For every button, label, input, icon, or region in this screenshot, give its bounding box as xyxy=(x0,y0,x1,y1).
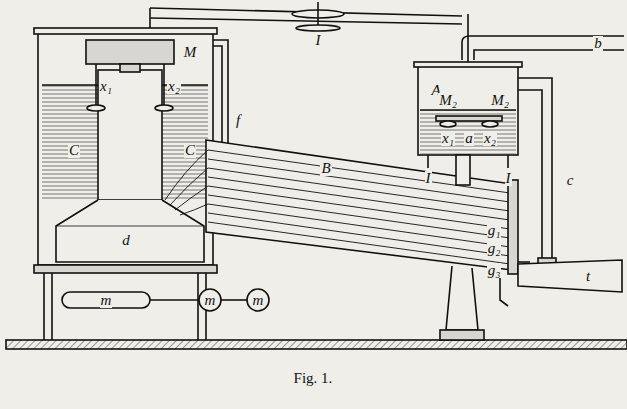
part-label: x₂ xyxy=(483,131,497,146)
part-label: M₂ xyxy=(490,93,510,108)
part-label: f xyxy=(235,113,241,128)
part-label: c xyxy=(566,173,575,188)
part-label: M₂ xyxy=(438,93,458,108)
part-label: g₃ xyxy=(487,263,502,278)
part-label: b xyxy=(593,36,603,51)
part-label: x₁ xyxy=(441,131,455,146)
part-label: m xyxy=(252,293,265,308)
part-label: I xyxy=(425,171,432,186)
part-label: I xyxy=(505,171,512,186)
part-label: a xyxy=(464,131,474,146)
part-label: x₁ xyxy=(99,79,113,94)
part-label: C xyxy=(68,143,80,158)
part-label: g₁ xyxy=(487,223,502,238)
part-label: I xyxy=(315,33,322,48)
figure-caption: Fig. 1. xyxy=(294,370,333,387)
part-label: m xyxy=(100,293,113,308)
part-label: C xyxy=(184,143,196,158)
part-label: g₂ xyxy=(487,241,502,256)
part-label: B xyxy=(320,161,331,176)
part-label: m xyxy=(204,293,217,308)
part-label: t xyxy=(585,269,591,284)
part-label: d xyxy=(121,233,131,248)
part-label: x₂ xyxy=(167,79,181,94)
part-label: M xyxy=(183,45,198,60)
